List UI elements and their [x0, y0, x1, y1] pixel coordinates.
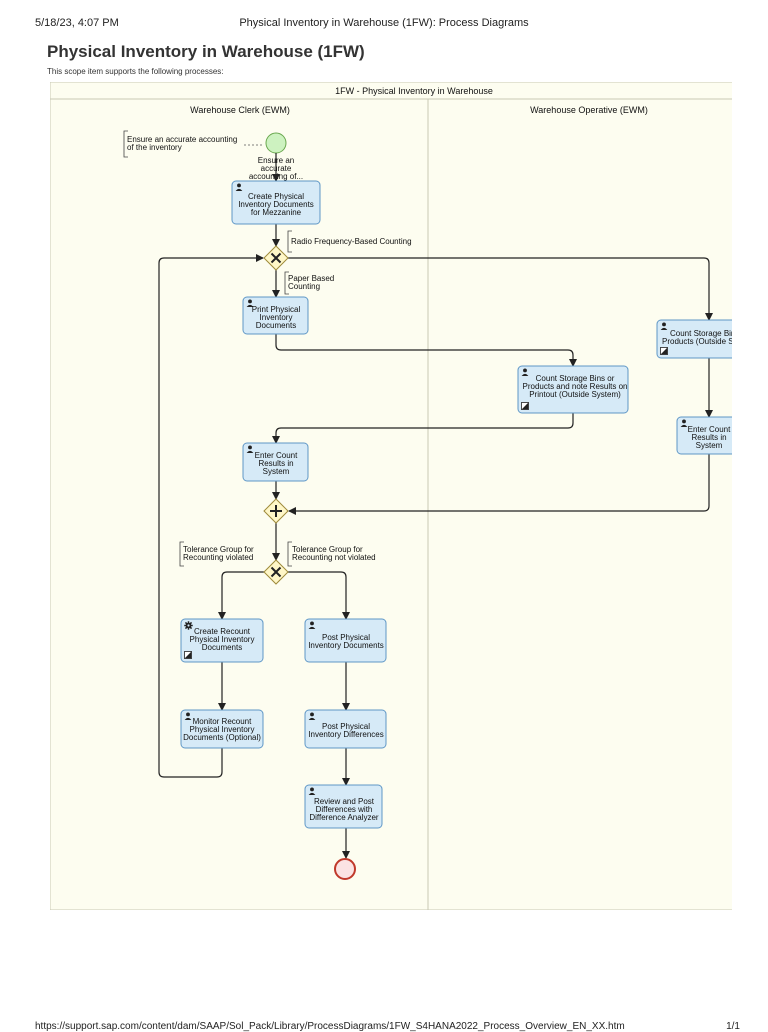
svg-text:Paper Based: Paper Based [288, 274, 334, 283]
svg-text:Post Physical: Post Physical [322, 633, 370, 642]
task-count-rf[interactable]: Count Storage Bins or Products (Outside … [656, 319, 761, 359]
print-doc-title: Physical Inventory in Warehouse (1FW): P… [239, 17, 529, 29]
start-event [265, 132, 287, 154]
task-create-recount[interactable]: Create Recount Physical Inventory Docume… [180, 618, 264, 663]
svg-text:System: System [263, 467, 290, 476]
svg-text:Documents: Documents [256, 321, 296, 330]
svg-text:Count Storage Bins or: Count Storage Bins or [536, 374, 615, 383]
svg-text:Difference Analyzer: Difference Analyzer [309, 813, 379, 822]
gateway-tolerance [263, 559, 289, 585]
svg-text:Create Physical: Create Physical [248, 192, 304, 201]
svg-text:Radio Frequency-Based Counting: Radio Frequency-Based Counting [291, 237, 412, 246]
pool-frame [50, 82, 732, 910]
task-print-pi-documents[interactable]: Print Physical Inventory Documents [242, 296, 309, 335]
gateway-merge-parallel [263, 498, 289, 524]
svg-text:Inventory Documents: Inventory Documents [308, 641, 384, 650]
condition-paper-counting: Paper Based Counting [284, 271, 334, 295]
svg-text:Tolerance Group for: Tolerance Group for [183, 545, 254, 554]
svg-text:Results in: Results in [258, 459, 293, 468]
svg-text:Review and Post: Review and Post [314, 797, 375, 806]
svg-text:Differences with: Differences with [316, 805, 373, 814]
task-review-post-differences[interactable]: Review and Post Differences with Differe… [304, 784, 383, 829]
print-url: https://support.sap.com/content/dam/SAAP… [35, 1021, 625, 1032]
svg-text:Enter Count: Enter Count [255, 451, 298, 460]
svg-text:Physical Inventory: Physical Inventory [190, 725, 255, 734]
task-monitor-recount[interactable]: Monitor Recount Physical Inventory Docum… [180, 709, 264, 749]
sequence-flows [158, 153, 713, 859]
task-post-pi-documents[interactable]: Post Physical Inventory Documents [304, 618, 387, 663]
svg-text:of the inventory: of the inventory [127, 143, 182, 152]
svg-text:Results in: Results in [691, 433, 726, 442]
print-datetime: 5/18/23, 4:07 PM [35, 17, 119, 29]
task-enter-count-rf[interactable]: Enter Count Results in System [676, 416, 742, 455]
task-count-printout[interactable]: Count Storage Bins or Products and note … [517, 365, 629, 414]
annotation-start: Ensure an accurate accounting of the inv… [123, 130, 262, 158]
task-post-pi-differences[interactable]: Post Physical Inventory Differences [304, 709, 387, 749]
svg-text:Documents: Documents [202, 643, 242, 652]
svg-text:Create Recount: Create Recount [194, 627, 251, 636]
svg-text:Monitor Recount: Monitor Recount [193, 717, 252, 726]
condition-tolerance-not-violated: Tolerance Group for Recounting not viola… [287, 541, 376, 567]
svg-text:Inventory: Inventory [260, 313, 293, 322]
svg-text:Tolerance Group for: Tolerance Group for [292, 545, 363, 554]
svg-text:Physical Inventory: Physical Inventory [190, 635, 255, 644]
lane-label-operative: Warehouse Operative (EWM) [530, 105, 648, 115]
svg-text:Products and note Results on: Products and note Results on [523, 382, 628, 391]
svg-text:Inventory Differences: Inventory Differences [308, 730, 383, 739]
lane-label-clerk: Warehouse Clerk (EWM) [190, 105, 290, 115]
page-subtitle: This scope item supports the following p… [47, 67, 224, 76]
condition-rf-counting: Radio Frequency-Based Counting [287, 230, 412, 253]
print-page-count: 1/1 [726, 1021, 740, 1032]
end-event [334, 858, 356, 880]
gateway-counting-method [263, 245, 289, 271]
svg-text:Counting: Counting [288, 282, 320, 291]
svg-text:Printout (Outside System): Printout (Outside System) [529, 390, 621, 399]
svg-text:for Mezzanine: for Mezzanine [251, 208, 302, 217]
svg-text:Recounting violated: Recounting violated [183, 553, 253, 562]
svg-text:Count Storage Bins or: Count Storage Bins or [670, 329, 749, 338]
svg-text:Recounting not violated: Recounting not violated [292, 553, 376, 562]
svg-text:Ensure an accurate accounting: Ensure an accurate accounting [127, 135, 237, 144]
svg-text:Documents (Optional): Documents (Optional) [183, 733, 261, 742]
page-title: Physical Inventory in Warehouse (1FW) [47, 42, 365, 61]
svg-text:Post Physical: Post Physical [322, 722, 370, 731]
svg-text:System: System [696, 441, 723, 450]
task-create-pi-documents[interactable]: Create Physical Inventory Documents for … [231, 180, 321, 225]
svg-text:Products (Outside System): Products (Outside System) [662, 337, 758, 346]
svg-text:Inventory Documents: Inventory Documents [238, 200, 314, 209]
condition-tolerance-violated: Tolerance Group for Recounting violated [179, 541, 254, 567]
svg-text:Enter Count: Enter Count [688, 425, 731, 434]
pool-label: 1FW - Physical Inventory in Warehouse [335, 86, 493, 96]
svg-text:Print Physical: Print Physical [252, 305, 301, 314]
task-enter-count[interactable]: Enter Count Results in System [242, 442, 309, 482]
